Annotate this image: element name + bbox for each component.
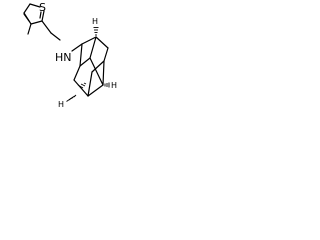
bond-c2-c1 (81, 36, 97, 45)
hashed-wedge-top (93, 27, 99, 36)
bond-c10-c5 (87, 71, 93, 97)
thiophene-ring (23, 3, 45, 25)
bond-c7-c10 (91, 60, 105, 73)
bond-c6-c7 (102, 60, 105, 86)
hashed-wedge-bottom (66, 94, 77, 102)
stereo-h-bottom: H (58, 100, 64, 109)
stereo-h-top: H (92, 17, 98, 26)
bond-c2-c3 (23, 3, 31, 14)
molecular-structure: S HN H H H (23, 1, 117, 109)
bond-c9-c3 (79, 57, 91, 67)
hashed-wedge-inner (77, 82, 87, 89)
bond-c4-c5 (73, 79, 89, 97)
bond-c2-c3 (79, 43, 83, 67)
bond-c5-s-inner (39, 11, 42, 19)
bond-ring-ch2 (41, 20, 52, 34)
bond-c9-c6 (89, 57, 104, 86)
bond-c1-c9 (89, 36, 97, 59)
hashed-wedge-right (104, 82, 110, 88)
bond-c5-c6 (87, 84, 104, 97)
bond-c4-c5 (30, 20, 43, 25)
stereo-h-right: H (111, 81, 117, 90)
bond-ch2-n (50, 32, 61, 41)
bond-c8-c7 (103, 47, 109, 62)
amine-label: HN (55, 51, 72, 64)
bond-methyl (27, 23, 32, 35)
bond-c3-c4 (73, 65, 81, 81)
sulfur-label: S (39, 1, 46, 14)
bond-n-adamantyl (71, 43, 83, 52)
bond-s-c2 (29, 3, 41, 8)
bond-c5-s (41, 10, 45, 22)
adamantane-cage (73, 36, 109, 97)
bond-c3-c4-inner (23, 13, 30, 22)
bond-c1-c8 (95, 36, 109, 49)
